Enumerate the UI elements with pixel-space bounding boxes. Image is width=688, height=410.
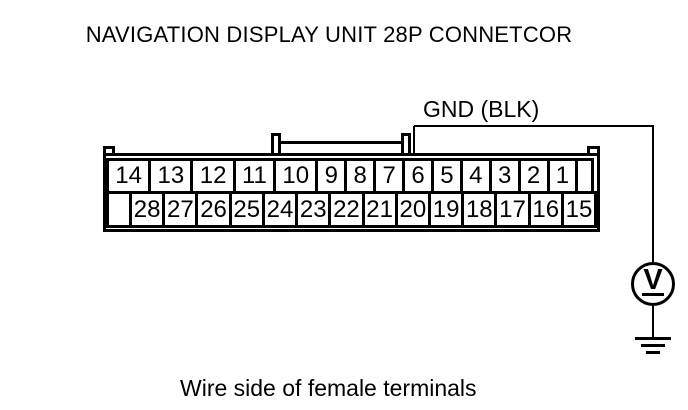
pin-cell-26: 26 [195, 191, 232, 228]
pin-cell-21: 21 [361, 191, 398, 228]
pin-cell-3: 3 [488, 158, 521, 194]
pin-cell-11: 11 [232, 158, 277, 194]
voltmeter-symbol: V [643, 264, 663, 296]
pin-cell-2: 2 [517, 158, 550, 194]
pin-cell-23: 23 [295, 191, 332, 228]
pin-cell-27: 27 [162, 191, 199, 228]
pin-cell-7: 7 [373, 158, 406, 194]
pin-cell-9: 9 [315, 158, 348, 194]
pin-cell-22: 22 [328, 191, 365, 228]
diagram-title: NAVIGATION DISPLAY UNIT 28P CONNETCOR [85, 22, 573, 47]
pin-cell-8: 8 [344, 158, 377, 194]
pin-cell-18: 18 [461, 191, 498, 228]
gnd-wire-drop-to-pin5 [413, 126, 415, 156]
pin-cell-20: 20 [394, 191, 431, 228]
pin-cell-25: 25 [228, 191, 265, 228]
pin-cell-19: 19 [427, 191, 465, 228]
pin-cell-1: 1 [546, 158, 579, 194]
pin-cell-5: 5 [430, 158, 463, 194]
connector-tab-left-post [271, 133, 281, 156]
ground-bar-top [635, 337, 671, 340]
pin-cell-28: 28 [129, 191, 166, 228]
connector-tab-bar [281, 141, 401, 144]
pin-cell-blank [575, 158, 594, 194]
diagram-caption: Wire side of female terminals [180, 375, 477, 401]
gnd-wire-horizontal [414, 125, 654, 127]
pin-cell-4: 4 [459, 158, 492, 194]
pin-cell-6: 6 [402, 158, 434, 194]
pin-cell-13: 13 [148, 158, 194, 194]
pin-cell-17: 17 [494, 191, 531, 228]
connector-tab-right-post [401, 133, 411, 156]
wire-to-voltmeter [652, 126, 654, 264]
gnd-wire-label: GND (BLK) [423, 96, 540, 122]
ground-bar-middle [641, 344, 665, 347]
ground-bar-bottom [646, 351, 660, 354]
pin-cell-16: 16 [527, 191, 564, 228]
pin-cell-12: 12 [190, 158, 236, 194]
connector-right-notch [587, 146, 600, 156]
pin-cell-24: 24 [261, 191, 299, 228]
voltmeter-underline [642, 293, 664, 296]
wire-to-ground [652, 304, 654, 338]
pin-cell-15: 15 [560, 191, 598, 228]
pin-cell-10: 10 [273, 158, 319, 194]
connector-left-notch [103, 146, 115, 156]
pin-cell-14: 14 [106, 158, 152, 194]
voltmeter-icon: V [631, 262, 675, 306]
